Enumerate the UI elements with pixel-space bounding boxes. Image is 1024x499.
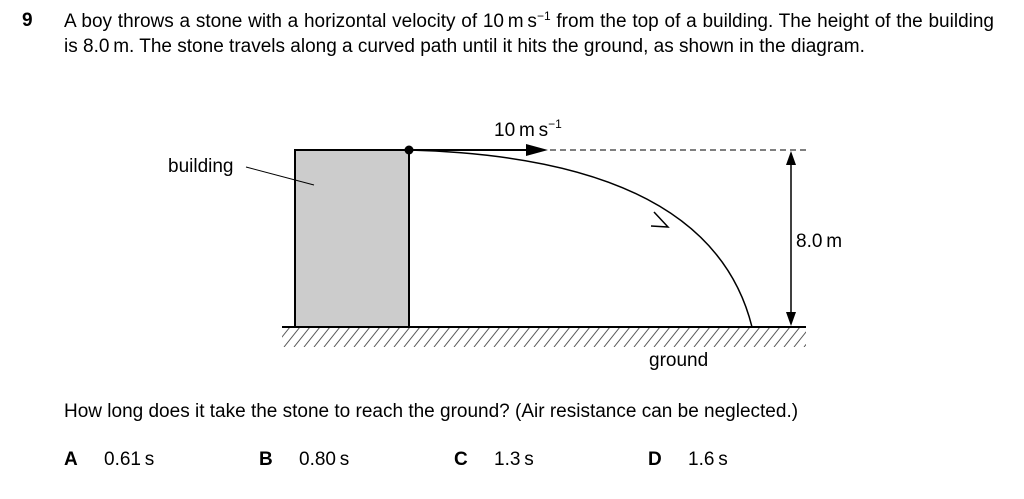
option-value: 0.80 s bbox=[299, 449, 350, 470]
hatch-line bbox=[573, 327, 591, 347]
velocity-arrowhead bbox=[526, 144, 548, 156]
hatch-line bbox=[603, 327, 621, 347]
hatch-line bbox=[563, 327, 581, 347]
hatch-line bbox=[303, 327, 321, 347]
option-letter: C bbox=[454, 449, 468, 470]
hatch-line bbox=[713, 327, 731, 347]
hatch-line bbox=[733, 327, 751, 347]
hatch-line bbox=[463, 327, 481, 347]
hatch-line bbox=[653, 327, 671, 347]
hatch-line bbox=[723, 327, 741, 347]
trajectory-curve bbox=[408, 149, 753, 328]
option-a[interactable]: A 0.61 s bbox=[64, 447, 154, 472]
hatch-line bbox=[553, 327, 571, 347]
hatch-line bbox=[743, 327, 761, 347]
velocity-label: 10 m s−1 bbox=[494, 117, 562, 141]
hatch-line bbox=[413, 327, 431, 347]
option-letter: B bbox=[259, 449, 273, 470]
hatch-line bbox=[663, 327, 681, 347]
hatch-line bbox=[283, 327, 301, 347]
ground-label: ground bbox=[649, 350, 708, 371]
question-prompt: How long does it take the stone to reach… bbox=[64, 401, 799, 422]
hatch-line bbox=[423, 327, 441, 347]
hatch-line bbox=[443, 327, 461, 347]
hatch-line bbox=[533, 327, 551, 347]
hatch-line bbox=[373, 327, 391, 347]
hatch-line bbox=[543, 327, 561, 347]
hatch-line bbox=[403, 327, 421, 347]
trajectory-arrowhead bbox=[650, 211, 670, 228]
building-leader-line bbox=[245, 166, 315, 186]
option-b[interactable]: B 0.80 s bbox=[259, 447, 349, 472]
hatch-line bbox=[763, 327, 781, 347]
question-text-part2: from the top of a building. The height o… bbox=[64, 11, 994, 57]
hatch-line bbox=[493, 327, 511, 347]
hatch-line bbox=[293, 327, 311, 347]
question-number: 9 bbox=[22, 10, 33, 31]
option-c[interactable]: C 1.3 s bbox=[454, 447, 534, 472]
hatch-line bbox=[383, 327, 401, 347]
hatch-line bbox=[483, 327, 501, 347]
hatch-line bbox=[503, 327, 521, 347]
hatch-line bbox=[313, 327, 331, 347]
hatch-line bbox=[363, 327, 381, 347]
height-arrowhead-top bbox=[786, 151, 796, 165]
hatch-line bbox=[814, 327, 830, 347]
hatch-line bbox=[343, 327, 361, 347]
ground-hatching bbox=[282, 327, 830, 347]
hatch-line bbox=[793, 331, 806, 347]
hatch-line bbox=[393, 327, 411, 347]
hatch-line bbox=[773, 327, 791, 347]
hatch-line bbox=[613, 327, 631, 347]
stone-dot bbox=[404, 145, 414, 155]
building-label: building bbox=[168, 156, 234, 177]
hatch-line bbox=[282, 327, 291, 338]
hatch-line bbox=[593, 327, 611, 347]
option-d[interactable]: D 1.6 s bbox=[648, 447, 728, 472]
hatch-line bbox=[513, 327, 531, 347]
option-value: 0.61 s bbox=[104, 449, 155, 470]
hatch-line bbox=[673, 327, 691, 347]
hatch-line bbox=[623, 327, 641, 347]
hatch-line bbox=[433, 327, 451, 347]
hatch-line bbox=[523, 327, 541, 347]
option-value: 1.3 s bbox=[494, 449, 534, 470]
hatch-line bbox=[703, 327, 721, 347]
question-text-part1: A boy throws a stone with a horizontal v… bbox=[64, 11, 537, 32]
height-label: 8.0 m bbox=[796, 231, 842, 252]
option-letter: A bbox=[64, 449, 78, 470]
hatch-line bbox=[453, 327, 471, 347]
hatch-line bbox=[693, 327, 711, 347]
hatch-line bbox=[583, 327, 601, 347]
hatch-line bbox=[783, 327, 801, 347]
question-text-superscript: −1 bbox=[536, 9, 551, 23]
hatch-line bbox=[753, 327, 771, 347]
height-arrowhead-bottom bbox=[786, 312, 796, 326]
hatch-line bbox=[323, 327, 341, 347]
hatch-line bbox=[353, 327, 371, 347]
question-text: A boy throws a stone with a horizontal v… bbox=[64, 9, 994, 59]
hatch-line bbox=[633, 327, 651, 347]
hatch-line bbox=[643, 327, 661, 347]
option-letter: D bbox=[648, 449, 662, 470]
hatch-line bbox=[473, 327, 491, 347]
hatch-line bbox=[683, 327, 701, 347]
option-value: 1.6 s bbox=[688, 449, 728, 470]
hatch-line bbox=[333, 327, 351, 347]
hatch-line bbox=[803, 343, 806, 347]
building-rect bbox=[294, 149, 410, 328]
